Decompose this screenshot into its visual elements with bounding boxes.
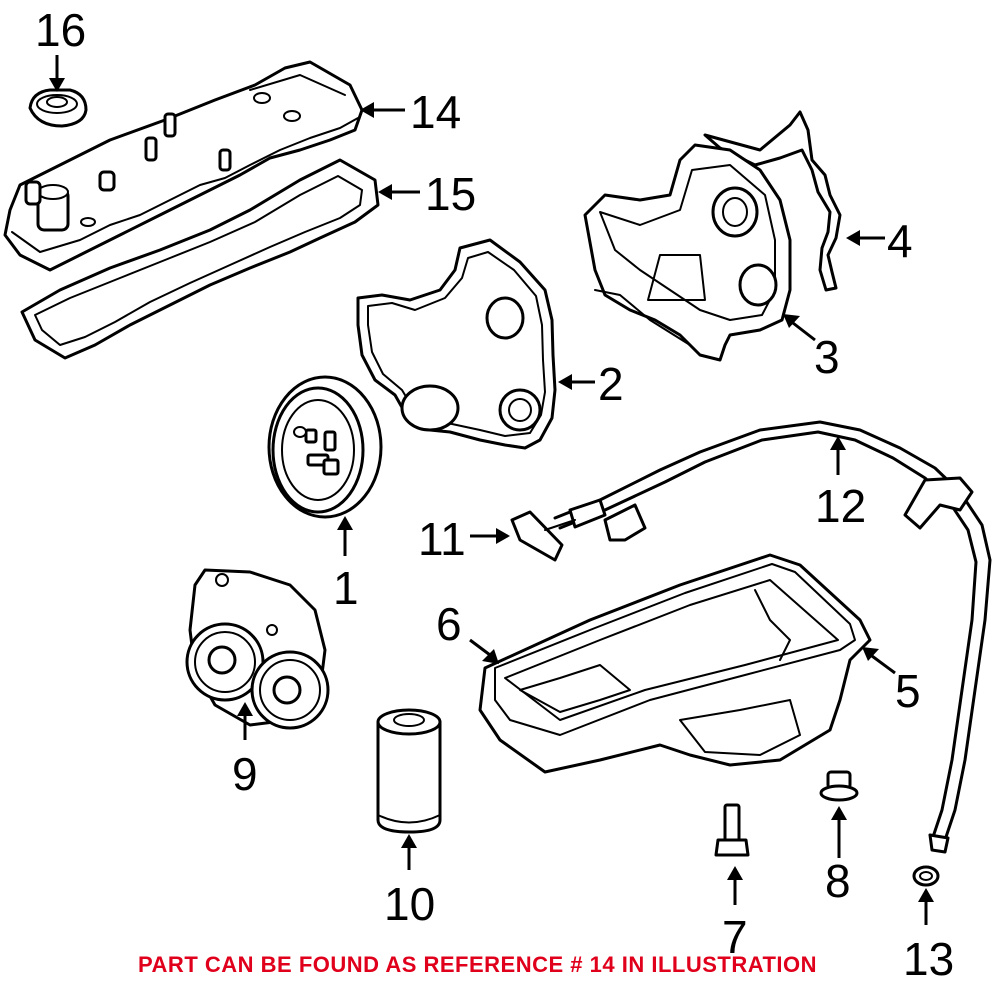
callout-labels: 16 14 15 4 3 2 1 12 11 6 5 9 10 7 8 13 — [35, 4, 954, 982]
oil-pan — [478, 553, 872, 774]
callout-12: 12 — [815, 480, 866, 532]
oil-filter — [376, 708, 442, 834]
valve-cover — [3, 60, 364, 272]
front-cover-gasket — [703, 110, 842, 292]
callout-16: 16 — [35, 4, 86, 56]
callout-7: 7 — [722, 911, 748, 963]
callout-3: 3 — [814, 331, 840, 383]
callout-1: 1 — [333, 562, 359, 614]
callout-15: 15 — [425, 168, 476, 220]
front-cover — [583, 143, 792, 362]
drain-plug — [819, 770, 859, 802]
crankshaft-pulley — [267, 375, 383, 519]
oil-pump — [185, 568, 330, 730]
callout-11: 11 — [418, 513, 466, 565]
front-cover-plate — [356, 238, 557, 450]
valve-cover-gasket — [20, 158, 380, 360]
callout-6: 6 — [436, 598, 462, 650]
oil-filler-cap — [28, 88, 88, 128]
callout-2: 2 — [598, 358, 624, 410]
dipstick-handle — [510, 510, 576, 562]
callout-9: 9 — [232, 748, 258, 800]
reference-note: PART CAN BE FOUND AS REFERENCE # 14 IN I… — [138, 952, 817, 977]
callout-10: 10 — [384, 878, 435, 930]
callout-4: 4 — [887, 215, 913, 267]
callout-13: 13 — [903, 933, 954, 982]
o-ring — [912, 865, 940, 887]
leader-lines — [49, 55, 934, 925]
oil-pan-bolt — [714, 803, 750, 857]
callout-14: 14 — [410, 86, 461, 138]
dipstick-tube — [553, 420, 992, 854]
callout-8: 8 — [825, 855, 851, 907]
callout-5: 5 — [895, 665, 921, 717]
